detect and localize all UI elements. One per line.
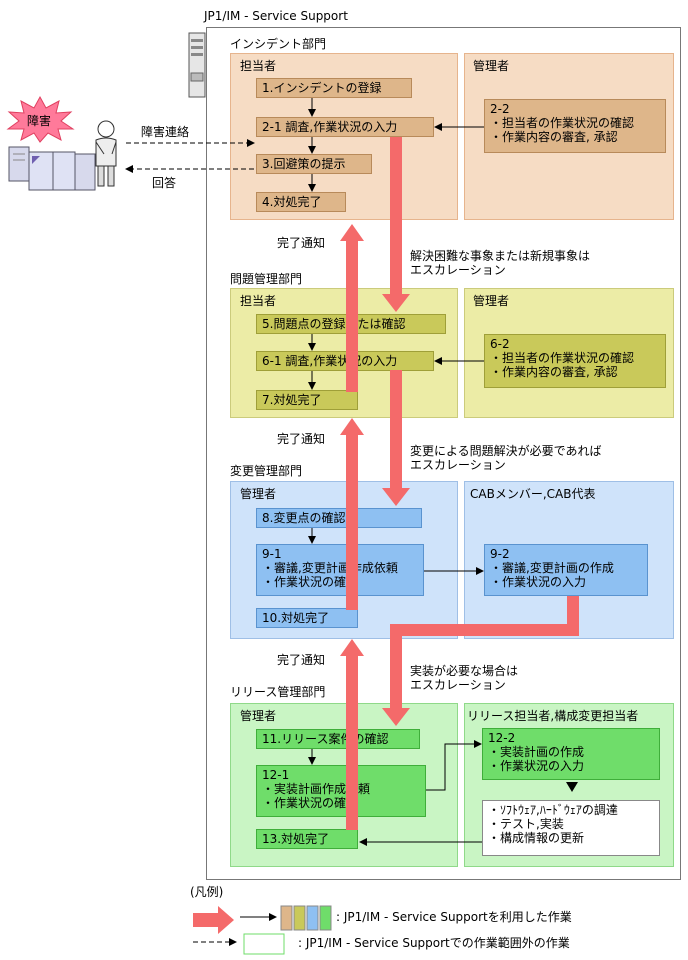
task-9-2-id: 9-2 (490, 547, 510, 561)
task-12-1-line1: ・実装計画作成依頼 (262, 782, 371, 796)
legend-big-arrow (193, 906, 234, 934)
task-9-1-id: 9-1 (262, 547, 282, 561)
task-10-complete[interactable]: 10.対処完了 (256, 608, 358, 628)
task-4-complete[interactable]: 4.対処完了 (256, 192, 346, 212)
task-9-2-line1: ・審議,変更計画の作成 (490, 561, 614, 575)
fault-label: 障害 (27, 114, 52, 128)
task-12-1-id: 12-1 (262, 768, 290, 782)
release-dept-label: リリース管理部門 (230, 685, 326, 699)
task-12-1-line2: ・作業状況の確認 (262, 796, 359, 810)
incident-dept-label: インシデント部門 (230, 37, 327, 51)
escalation-1-line1: 解決困難な事象または新規事象は (410, 249, 591, 263)
task-9-1-line1: ・審議,変更計画作成依頼 (262, 561, 398, 575)
outside-scope-task: ・ｿﾌﾄｳｪｱ,ﾊｰﾄﾞｳｪｱの調達 ・テスト,実装 ・構成情報の更新 (482, 800, 660, 856)
task-9-2-plan[interactable]: 9-2 ・審議,変更計画の作成 ・作業状況の入力 (484, 544, 648, 596)
task-2-2-line2: ・作業内容の審査, 承認 (490, 130, 618, 144)
outside-task-line3: ・構成情報の更新 (488, 831, 585, 845)
escalation-2-line1: 変更による問題解決が必要であれば (410, 444, 602, 458)
task-9-2-line2: ・作業状況の入力 (490, 575, 587, 589)
outside-task-line1: ・ｿﾌﾄｳｪｱ,ﾊｰﾄﾞｳｪｱの調達 (488, 803, 618, 817)
black-down-triangle (566, 782, 578, 792)
big-arrow-up-1 (340, 224, 364, 392)
release-staff-label: リリース担当者,構成変更担当者 (467, 709, 639, 723)
big-arrow-down-2 (382, 370, 410, 506)
change-dept-label: 変更管理部門 (230, 464, 303, 478)
legend-row2: : JP1/IM - Service Supportでの作業範囲外の作業 (298, 936, 570, 950)
task-3-workaround[interactable]: 3.回避策の提示 (256, 154, 372, 174)
escalation-1-line2: エスカレーション (410, 263, 506, 277)
system-title: JP1/IM - Service Support (204, 9, 348, 23)
task-6-2-line1: ・担当者の作業状況の確認 (490, 351, 635, 365)
legend-row1: : JP1/IM - Service Supportを利用した作業 (336, 910, 572, 924)
task-2-2-manager-review[interactable]: 2-2 ・担当者の作業状況の確認 ・作業内容の審査, 承認 (484, 99, 666, 153)
change-cab-label: CABメンバー,CAB代表 (470, 487, 596, 501)
problem-manager-label: 管理者 (473, 294, 510, 308)
task-2-1-investigate[interactable]: 2-1 調査,作業状況の入力 (256, 117, 434, 137)
task-1-register-incident[interactable]: 1.インシデントの登録 (256, 78, 412, 98)
task-6-2-id: 6-2 (490, 337, 510, 351)
answer-label: 回答 (152, 176, 177, 190)
big-arrow-up-2 (340, 418, 364, 610)
task-9-1-line2: ・作業状況の確認 (262, 575, 359, 589)
task-12-2-id: 12-2 (488, 731, 516, 745)
machine-icon (8, 140, 96, 192)
problem-staff-label: 担当者 (240, 294, 277, 308)
escalation-3-line1: 実装が必要な場合は (410, 664, 519, 678)
task-12-1-request-plan[interactable]: 12-1 ・実装計画作成依頼 ・作業状況の確認 (256, 765, 426, 817)
task-12-2-line2: ・作業状況の入力 (488, 759, 585, 773)
complete-notice-3: 完了通知 (277, 653, 326, 667)
fault-burst-icon (5, 95, 75, 143)
escalation-2-line2: エスカレーション (410, 458, 506, 472)
complete-notice-1: 完了通知 (277, 236, 326, 250)
complete-notice-2: 完了通知 (277, 432, 326, 446)
server-icon (188, 32, 208, 99)
legend-title: (凡例) (190, 885, 224, 899)
incident-manager-label: 管理者 (473, 59, 510, 73)
task-2-2-id: 2-2 (490, 102, 510, 116)
person-icon (90, 120, 122, 188)
outside-task-line2: ・テスト,実装 (488, 817, 564, 831)
task-7-complete[interactable]: 7.対処完了 (256, 390, 358, 410)
task-8-confirm-change[interactable]: 8.変更点の確認 (256, 508, 422, 528)
release-manager-label: 管理者 (240, 709, 277, 723)
big-arrow-down-1 (382, 137, 410, 312)
task-9-1-review[interactable]: 9-1 ・審議,変更計画作成依頼 ・作業状況の確認 (256, 544, 424, 596)
task-6-2-line2: ・作業内容の審査, 承認 (490, 365, 618, 379)
problem-dept-label: 問題管理部門 (230, 272, 303, 286)
escalation-3-line2: エスカレーション (410, 678, 506, 692)
task-13-complete[interactable]: 13.対処完了 (256, 829, 358, 849)
task-6-2-manager-review[interactable]: 6-2 ・担当者の作業状況の確認 ・作業内容の審査, 承認 (484, 334, 666, 388)
report-fault-label: 障害連絡 (141, 125, 190, 139)
big-arrow-down-3 (382, 596, 579, 726)
task-6-1-investigate[interactable]: 6-1 調査,作業状況の入力 (256, 351, 434, 371)
incident-staff-label: 担当者 (240, 59, 277, 73)
change-manager-label: 管理者 (240, 487, 277, 501)
task-2-2-line1: ・担当者の作業状況の確認 (490, 116, 635, 130)
task-12-2-line1: ・実装計画の作成 (488, 745, 585, 759)
big-arrow-up-3 (340, 639, 364, 830)
task-12-2-create-plan[interactable]: 12-2 ・実装計画の作成 ・作業状況の入力 (482, 728, 660, 780)
